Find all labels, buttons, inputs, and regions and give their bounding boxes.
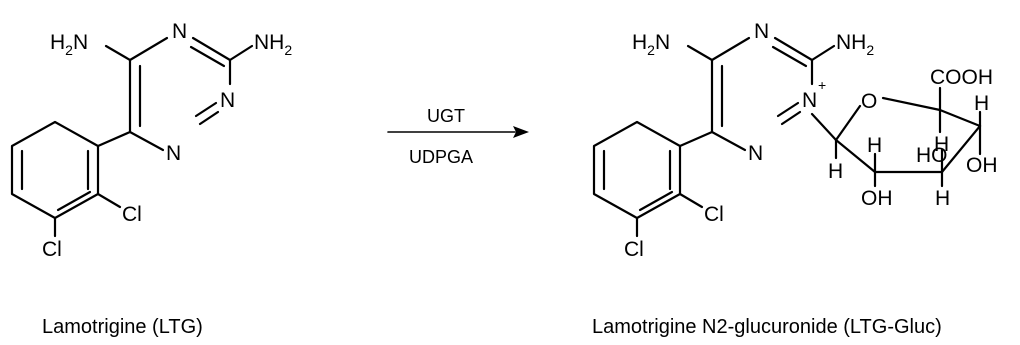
glycosidic-bond: [810, 112, 838, 142]
nitrogen-label: N: [172, 20, 187, 43]
reactant-caption: Lamotrigine (LTG): [42, 316, 203, 338]
bond: [940, 124, 982, 174]
hydroxyl-label: OH: [861, 187, 893, 210]
nitrogen-label: N: [220, 89, 235, 112]
bond: [678, 192, 704, 209]
bond: [56, 190, 92, 212]
bond: [834, 104, 862, 142]
bond: [194, 101, 218, 118]
nitrogen-label: N: [166, 142, 181, 165]
bond: [686, 44, 714, 62]
amino-label: H2N: [50, 31, 88, 58]
reaction-arrow: [387, 126, 529, 138]
amino-label: NH2: [254, 31, 292, 58]
bond: [638, 190, 674, 212]
ring-oxygen-label: O: [861, 90, 877, 113]
bond: [228, 44, 254, 62]
phenyl-ring: [10, 120, 100, 220]
carboxyl-label: COOH: [930, 66, 993, 89]
bond: [191, 36, 232, 62]
chlorine-label: Cl: [704, 203, 724, 226]
bond: [710, 130, 747, 152]
bond: [810, 44, 836, 62]
positive-charge: +: [818, 77, 826, 93]
bond: [881, 96, 942, 112]
arrow-head: [513, 126, 529, 138]
bond: [198, 110, 220, 126]
bond: [96, 192, 122, 209]
bond: [771, 45, 808, 68]
chlorine-label: Cl: [122, 203, 142, 226]
enzyme-label: UGT: [427, 106, 465, 126]
hydrogen-label: H: [974, 92, 989, 115]
amino-label: NH2: [836, 31, 874, 58]
lamotrigine-structure: H2N N NH2 N N Cl Cl: [10, 20, 292, 261]
bond: [776, 101, 800, 118]
hydrogen-label: H: [935, 187, 950, 210]
product-caption: Lamotrigine N2-glucuronide (LTG-Gluc): [592, 316, 942, 338]
phenyl-ring: [592, 120, 682, 220]
hydrogen-label: H: [828, 160, 843, 183]
hydrogen-label: H: [867, 134, 882, 157]
hydroxyl-label: OH: [966, 154, 998, 177]
bond: [96, 130, 132, 148]
bond: [678, 130, 714, 148]
nitrogen-cation-label: N: [802, 89, 817, 112]
chlorine-label: Cl: [624, 238, 644, 261]
bond: [710, 36, 751, 62]
hydrogen-label: H: [934, 133, 949, 156]
bond: [128, 130, 165, 152]
amino-label: H2N: [632, 31, 670, 58]
bond: [938, 108, 982, 128]
nitrogen-label: N: [748, 142, 763, 165]
lamotrigine-glucuronide-structure: H2N N NH2 N + N Cl Cl O COOH H H HO OH H…: [592, 20, 998, 261]
bond: [780, 110, 802, 126]
cofactor-label: UDPGA: [409, 147, 473, 167]
hydroxyl-label: HO: [916, 144, 948, 167]
bond: [128, 36, 169, 62]
bond: [834, 138, 877, 174]
nitrogen-label: N: [754, 20, 769, 43]
bond: [104, 44, 132, 62]
bond: [189, 45, 226, 68]
bond: [773, 36, 814, 62]
chlorine-label: Cl: [42, 238, 62, 261]
